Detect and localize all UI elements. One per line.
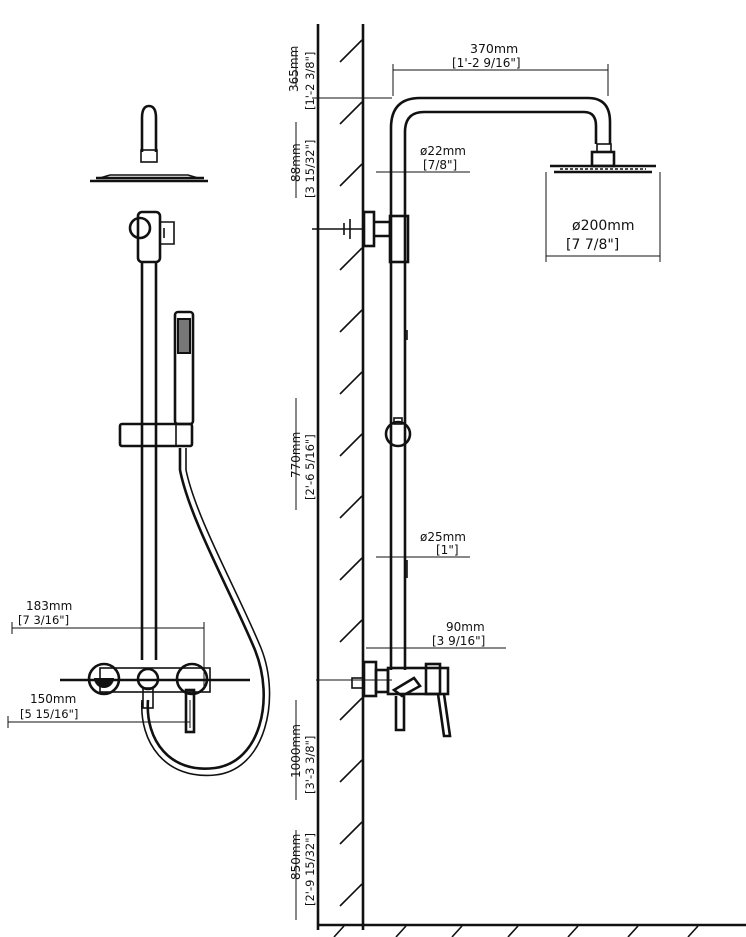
- front-hand-shower: [173, 310, 195, 426]
- front-rain-head: [90, 176, 208, 183]
- side-head-connector: [590, 150, 616, 168]
- dim-line-mixer-width: [11, 622, 205, 690]
- label-head-diameter-imperial: [7 7/8"]: [566, 237, 619, 253]
- label-riser-pipe-imperial: [1"]: [436, 543, 459, 557]
- front-view: [7, 104, 271, 777]
- front-top-arm: [140, 104, 158, 152]
- front-mixer-lever: [184, 688, 196, 734]
- label-mixer-projection-imperial: [3 9/16"]: [432, 634, 485, 648]
- side-bracket-clamp: [388, 214, 410, 264]
- label-head-diameter-mm: ø200mm: [572, 218, 635, 234]
- side-mixer-lever: [436, 693, 452, 738]
- label-arm-height-mm: 88mm: [289, 143, 303, 182]
- side-arm-outer: [389, 96, 612, 260]
- side-diverter: [391, 676, 422, 698]
- front-mixer-inlet-left: [87, 662, 121, 696]
- label-riser-height-mm: 770mm: [289, 432, 303, 478]
- front-riser-rod: [140, 262, 158, 660]
- wall: [316, 24, 365, 930]
- dim-line-arm-length: [392, 64, 609, 96]
- label-floor-height-imperial: [2'-9 15/32"]: [303, 833, 317, 906]
- side-mixer-body: [386, 666, 450, 696]
- side-mixer-escutcheon: [362, 660, 378, 698]
- label-inlet-spacing-mm: 150mm: [30, 692, 76, 706]
- label-mixer-width-imperial: [7 3/16"]: [18, 613, 69, 627]
- dim-line-inlet-spacing: [7, 700, 191, 728]
- label-mixer-height-imperial: [3'-3 3/8"]: [303, 736, 317, 794]
- side-spout: [394, 696, 406, 732]
- label-top-height-mm: 365mm: [287, 46, 301, 92]
- label-arm-pipe-imperial: [7/8"]: [423, 158, 457, 172]
- side-slider-knob: [384, 420, 412, 448]
- label-mixer-width-mm: 183mm: [26, 599, 72, 613]
- label-arm-pipe-mm: ø22mm: [420, 144, 466, 158]
- front-hose-inner: [141, 448, 271, 777]
- side-wall-bracket-plate: [362, 210, 376, 248]
- label-riser-pipe-mm: ø25mm: [420, 530, 466, 544]
- floor-hatching: [333, 925, 699, 937]
- label-mixer-projection-mm: 90mm: [446, 620, 485, 634]
- side-rain-head: [550, 164, 656, 174]
- dim-line-head-diameter: [545, 172, 661, 262]
- side-riser: [389, 260, 407, 670]
- label-mixer-height-mm: 1000mm: [289, 724, 303, 778]
- wall-hatching: [339, 39, 363, 907]
- label-arm-length-imperial: [1'-2 9/16"]: [452, 56, 521, 70]
- label-top-height-imperial: [1'-2 3/8"]: [303, 52, 317, 110]
- front-head-connector: [140, 149, 158, 163]
- front-mixer-inlet-right: [175, 662, 209, 696]
- label-riser-height-imperial: [2'-6 5/16"]: [303, 434, 317, 500]
- label-floor-height-mm: 850mm: [289, 834, 303, 880]
- side-view: [312, 24, 746, 937]
- front-hose-outer: [146, 448, 265, 770]
- side-arm-inner: [403, 110, 598, 260]
- front-diverter: [136, 667, 160, 691]
- label-arm-length-mm: 370mm: [470, 41, 518, 56]
- label-arm-height-imperial: [3 15/32"]: [303, 140, 317, 198]
- label-inlet-spacing-imperial: [5 15/16"]: [20, 707, 78, 721]
